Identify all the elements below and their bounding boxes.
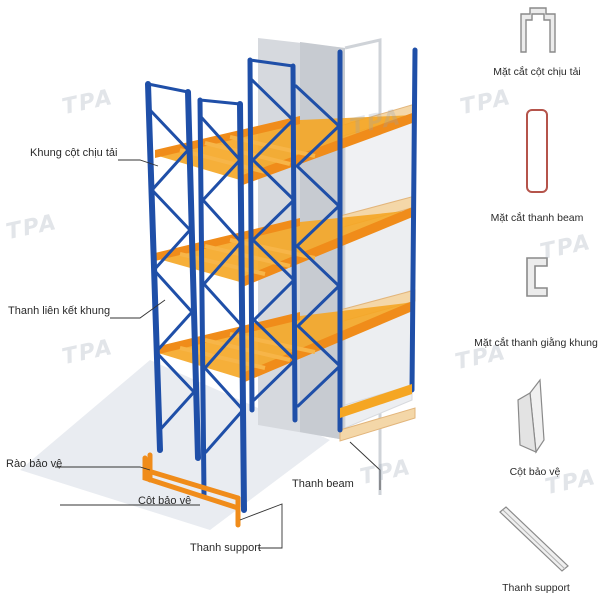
label-post-protector: Cột bảo vệ: [138, 495, 192, 507]
label-beam: Thanh beam: [292, 478, 354, 490]
caption-protector: Cột bảo vệ: [509, 466, 561, 478]
floor-shadow: [20, 360, 330, 530]
beam-levels: [155, 112, 415, 384]
label-load-frame: Khung cột chịu tải: [30, 147, 118, 159]
label-guard-rail: Rào bảo vệ: [6, 458, 63, 470]
leader-lines: [55, 159, 381, 549]
caption-beam-section: Mặt cắt thanh beam: [490, 212, 584, 224]
guard-rail: [142, 452, 241, 528]
upright-profile-icon: [520, 7, 556, 53]
post-protector-icon: [517, 378, 545, 454]
label-frame-bracing: Thanh liên kết khung: [8, 305, 111, 317]
beam-stub: [340, 384, 412, 418]
caption-upright-section: Mặt cắt cột chịu tải: [493, 66, 581, 78]
caption-support: Thanh support: [502, 582, 570, 594]
beam-profile-icon: [526, 109, 548, 193]
label-support-bar: Thanh support: [190, 542, 261, 554]
bracing-profile-icon: [526, 257, 548, 297]
pallet-stack: [344, 107, 413, 429]
support-bar-icon: [499, 506, 569, 572]
upright-frames: [145, 47, 418, 513]
caption-bracing-section: Mặt cắt thanh giằng khung: [474, 337, 598, 349]
